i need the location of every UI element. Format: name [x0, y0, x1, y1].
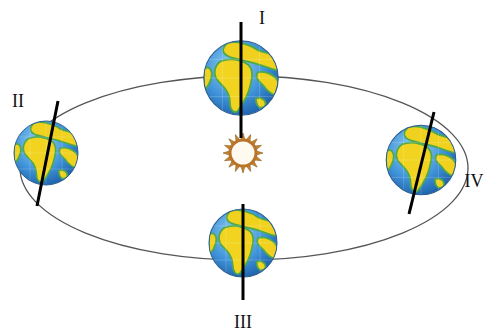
earth-axis	[240, 22, 243, 138]
position-label: III	[234, 313, 252, 331]
position-label: I	[259, 9, 265, 27]
earth-axis	[242, 204, 245, 300]
earth-globe	[14, 121, 78, 185]
earth-axis	[409, 112, 434, 214]
sun	[223, 133, 263, 173]
position-label: IV	[465, 172, 484, 190]
position-label: II	[12, 92, 24, 110]
earth-axis	[37, 101, 58, 206]
